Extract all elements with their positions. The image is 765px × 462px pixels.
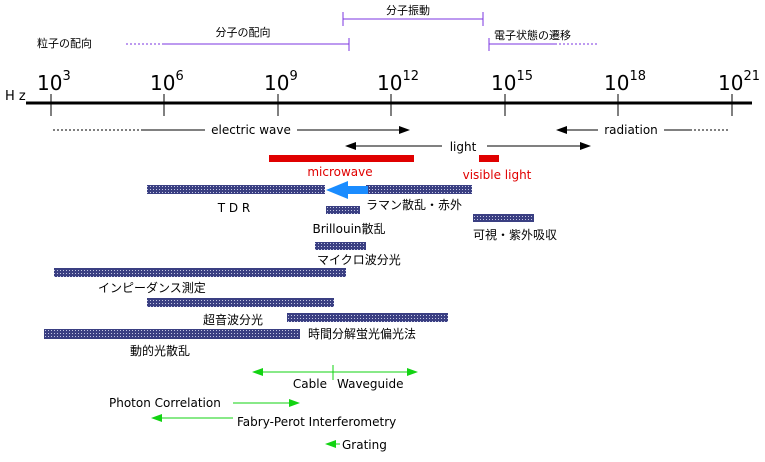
tick-label: 1018	[604, 69, 646, 95]
dynamic-light-scattering-bar	[44, 329, 300, 339]
tick-label: 103	[37, 69, 71, 95]
cable-waveguide-range	[252, 365, 418, 380]
radiation-range	[556, 126, 728, 134]
photon-correlation-label: Photon Correlation	[109, 396, 221, 410]
impedance-bar	[54, 268, 346, 277]
particle-orientation-label: 粒子の配向	[37, 36, 92, 50]
tick-label: 1021	[718, 69, 760, 95]
molecular-vibration-label: 分子振動	[386, 3, 430, 17]
cable-label: Cable	[293, 377, 327, 391]
electronic-transition-label: 電子状態の遷移	[494, 28, 571, 42]
axis-unit-label: H z	[5, 89, 26, 104]
grating-range	[325, 440, 340, 448]
ultrasonic-bar	[147, 298, 334, 307]
fabry-perot-label: Fabry-Perot Interferometry	[237, 415, 396, 429]
blue-arrow	[326, 181, 368, 199]
microwave-label: microwave	[307, 165, 372, 179]
fabry-perot-range	[151, 414, 233, 422]
grating-label: Grating	[342, 438, 387, 452]
tick-label: 109	[264, 69, 298, 95]
uv-vis-bar	[473, 214, 534, 222]
light-range	[345, 142, 591, 150]
axis-ticks	[50, 94, 733, 116]
electric-wave-range	[53, 126, 410, 134]
axis-tick-labels: 103 106 109 1012 1015 1018 1021	[37, 69, 760, 95]
radiation-label: radiation	[604, 123, 658, 137]
molecular-orientation-range	[162, 38, 350, 51]
time-resolved-fluorescence-label: 時間分解蛍光偏光法	[308, 326, 416, 341]
tdr-bar	[147, 185, 325, 194]
tick-label: 106	[150, 69, 184, 95]
brillouin-bar	[326, 206, 360, 214]
raman-ir-label: ラマン散乱・赤外	[366, 197, 462, 212]
electric-wave-label: electric wave	[211, 123, 291, 137]
waveguide-label: Waveguide	[337, 377, 404, 391]
light-label: light	[450, 140, 477, 154]
ultrasonic-label: 超音波分光	[203, 312, 263, 327]
tick-label: 1012	[377, 69, 419, 95]
uv-vis-label: 可視・紫外吸収	[473, 227, 557, 242]
brillouin-label: Brillouin散乱	[312, 221, 385, 236]
microwave-band	[269, 155, 414, 162]
dynamic-light-scattering-label: 動的光散乱	[130, 343, 190, 358]
impedance-label: インピーダンス測定	[98, 280, 206, 295]
time-resolved-fluorescence-bar	[287, 313, 448, 322]
molecular-orientation-label: 分子の配向	[216, 25, 271, 39]
tdr-label: T D R	[217, 201, 251, 215]
microwave-spectroscopy-bar	[315, 242, 366, 250]
molecular-vibration-range	[342, 12, 484, 26]
microwave-spectroscopy-label: マイクロ波分光	[317, 253, 401, 267]
visible-light-band	[479, 155, 499, 162]
photon-correlation-range	[233, 399, 300, 407]
raman-ir-bar	[366, 185, 472, 194]
tick-label: 1015	[491, 69, 533, 95]
visible-light-label: visible light	[463, 168, 532, 182]
electronic-transition-range	[488, 38, 598, 51]
